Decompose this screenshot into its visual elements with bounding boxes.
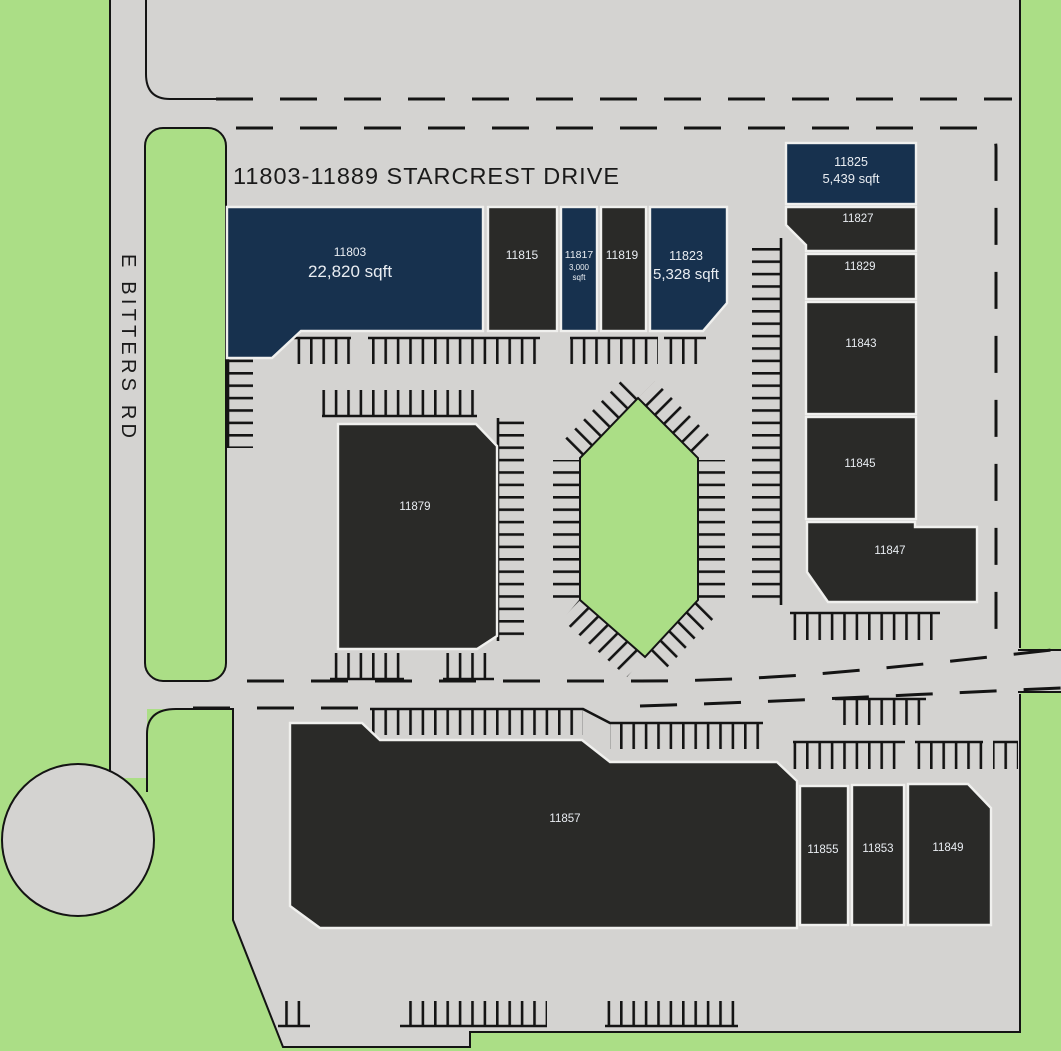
building-11815[interactable] xyxy=(486,205,559,333)
label-11827-number: 11827 xyxy=(842,213,873,225)
label-11817-area2: sqft xyxy=(573,273,587,282)
building-11879[interactable] xyxy=(336,422,499,651)
label-11815-number: 11815 xyxy=(506,248,539,262)
road-edge-right-top xyxy=(145,0,216,100)
building-11857[interactable] xyxy=(288,721,799,930)
road-label-e-bitters: E BITTERS RD xyxy=(117,254,139,442)
building-11829[interactable] xyxy=(804,252,918,301)
label-11853-number: 11853 xyxy=(862,843,893,855)
parking-row-left-edge xyxy=(226,356,253,448)
label-11829-number: 11829 xyxy=(844,261,875,273)
building-11843[interactable] xyxy=(804,300,918,416)
label-11817-number: 11817 xyxy=(565,249,594,261)
grass-median-left xyxy=(144,127,227,682)
label-11823-number: 11823 xyxy=(669,249,703,263)
parking-right-middle xyxy=(790,611,1018,769)
parking-above-11857 xyxy=(370,707,763,749)
lane-line-mid-lower-b xyxy=(639,686,1061,708)
label-11825-number: 11825 xyxy=(834,155,868,169)
label-11849-number: 11849 xyxy=(932,842,963,854)
road-right-exit xyxy=(1018,650,1061,692)
label-11819-number: 11819 xyxy=(606,248,639,262)
parking-row-under-top-buildings xyxy=(290,336,706,364)
label-11847-number: 11847 xyxy=(874,545,905,557)
building-11847[interactable] xyxy=(805,520,979,604)
building-11855[interactable] xyxy=(798,784,850,927)
label-11803-area: 22,820 sqft xyxy=(308,262,392,281)
building-11823[interactable] xyxy=(648,205,729,333)
label-11879-number: 11879 xyxy=(399,501,430,513)
label-11855-number: 11855 xyxy=(807,844,838,856)
building-11849[interactable] xyxy=(906,782,993,927)
parking-row-bottom xyxy=(278,1001,738,1028)
parking-column-center xyxy=(752,238,783,605)
label-11817-area1: 3,000 xyxy=(569,263,590,272)
page-title: 11803-11889 STARCREST DRIVE xyxy=(233,163,620,189)
label-11825-area: 5,439 sqft xyxy=(822,171,879,186)
building-11817[interactable] xyxy=(559,205,599,333)
building-11845[interactable] xyxy=(804,415,918,521)
building-11803[interactable] xyxy=(225,205,485,360)
lane-line-top-2 xyxy=(236,126,998,634)
parking-around-island xyxy=(553,381,725,677)
label-11823-area: 5,328 sqft xyxy=(653,266,720,283)
label-11803-number: 11803 xyxy=(334,245,367,259)
lane-line-mid-upper xyxy=(247,647,1061,683)
building-11827[interactable] xyxy=(784,205,918,253)
road-e-bitters xyxy=(110,0,147,778)
label-11843-number: 11843 xyxy=(845,338,876,350)
cul-de-sac xyxy=(1,763,155,917)
building-11819[interactable] xyxy=(599,205,648,333)
building-11825[interactable] xyxy=(784,141,918,206)
building-11853[interactable] xyxy=(850,783,906,927)
label-11857-number: 11857 xyxy=(549,813,580,825)
label-11845-number: 11845 xyxy=(844,458,875,470)
